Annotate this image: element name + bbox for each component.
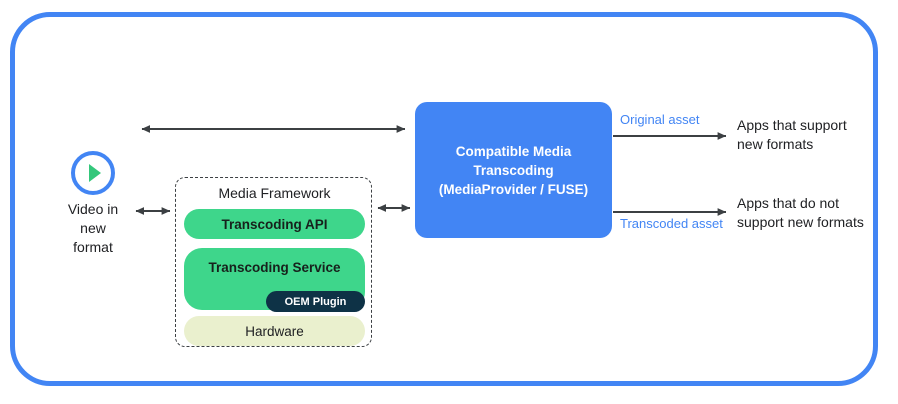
video-source-label: Video in new format bbox=[67, 201, 119, 255]
oem-plugin-badge[interactable]: OEM Plugin bbox=[266, 291, 365, 312]
compatible-media-transcoding-node[interactable]: Compatible Media Transcoding (MediaProvi… bbox=[415, 102, 612, 238]
original-asset-label: Original asset bbox=[620, 112, 700, 127]
media-framework-container: Media Framework Transcoding API Transcod… bbox=[175, 177, 372, 347]
apps-no-support-new-formats-label: Apps that do not support new formats bbox=[737, 195, 864, 230]
apps-support-new-formats-label: Apps that support new formats bbox=[737, 117, 847, 152]
media-framework-title: Media Framework bbox=[218, 185, 331, 201]
transcoding-api-box[interactable]: Transcoding API bbox=[184, 209, 365, 239]
transcoded-asset-label: Transcoded asset bbox=[620, 216, 723, 231]
hardware-box[interactable]: Hardware bbox=[184, 316, 365, 346]
play-circle-icon bbox=[71, 151, 115, 195]
